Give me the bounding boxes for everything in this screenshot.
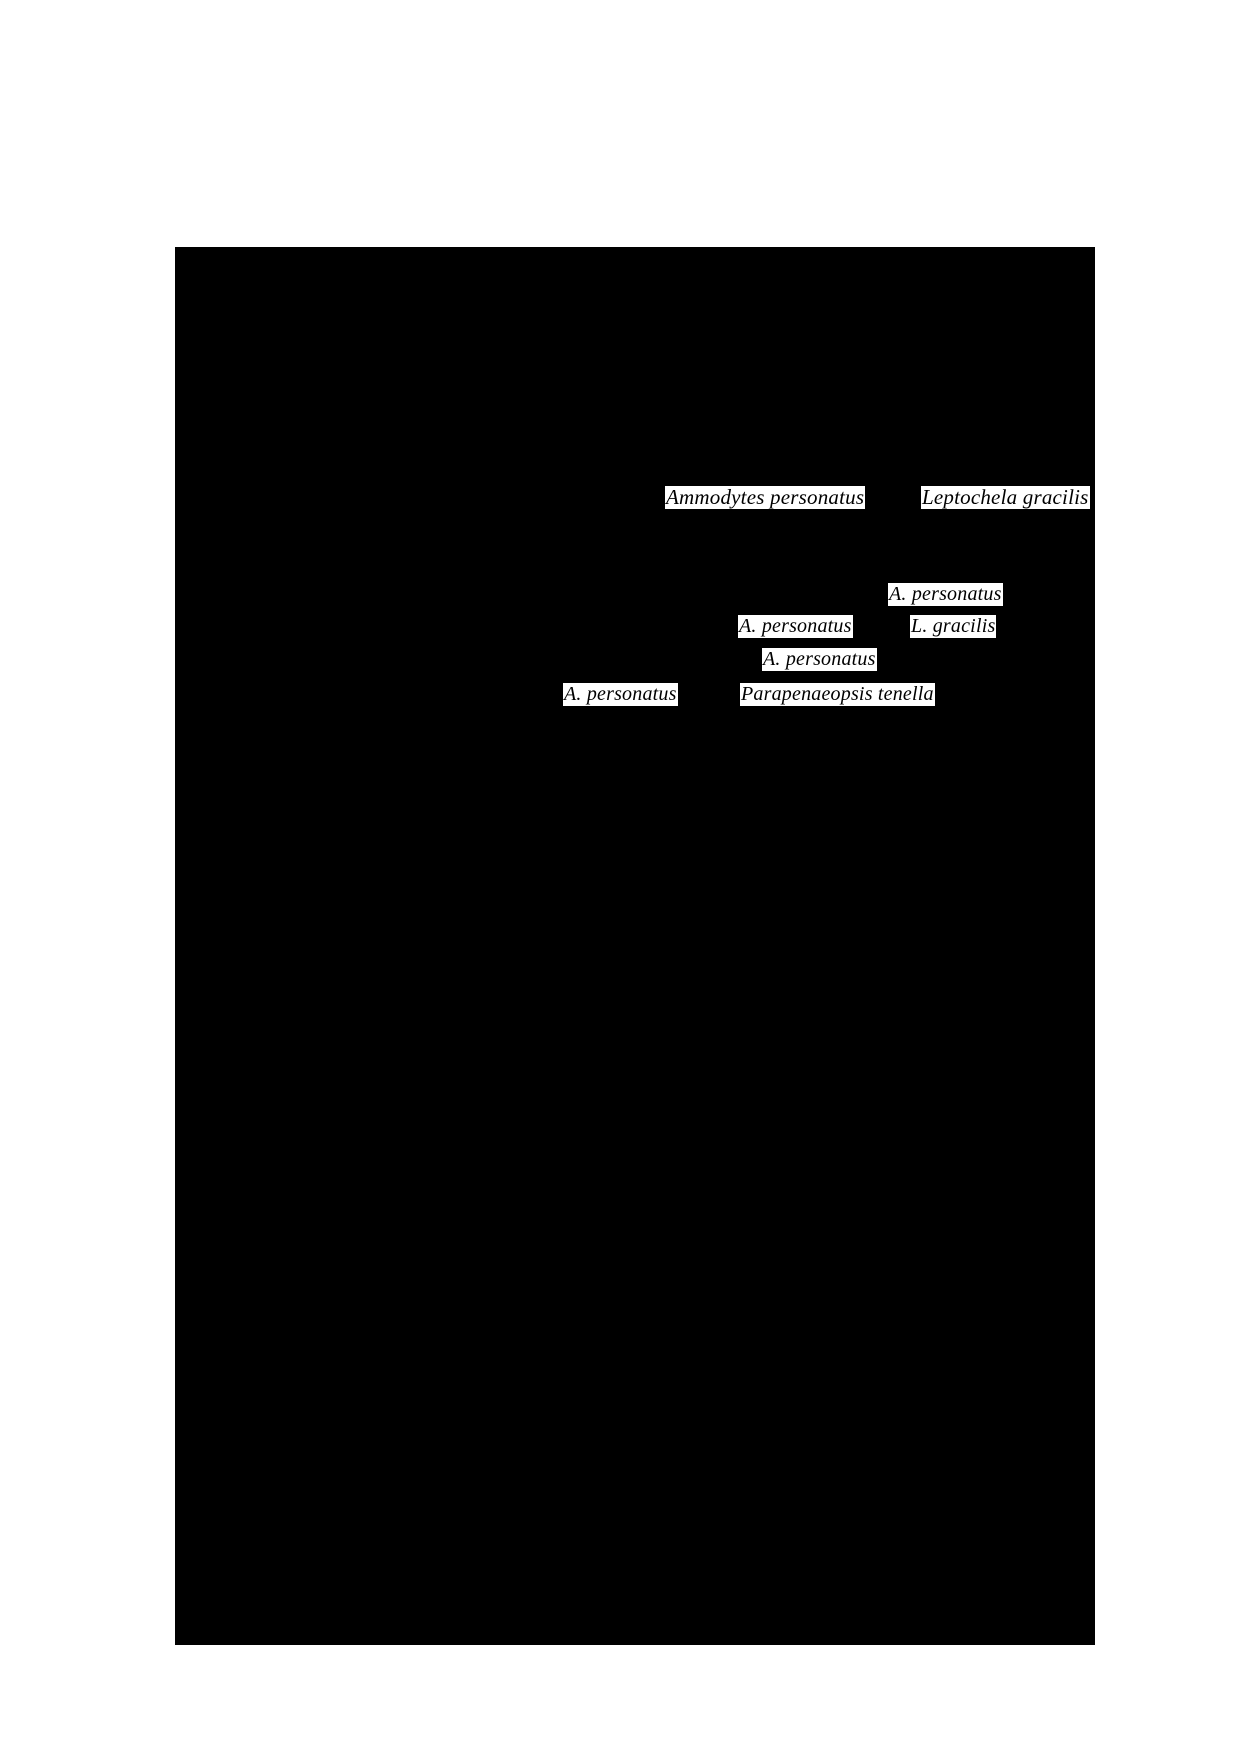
label-ammodytes-personatus-full: Ammodytes personatus: [665, 486, 866, 509]
label-leptochela-gracilis-full: Leptochela gracilis: [921, 486, 1090, 509]
label-a-personatus-4: A. personatus: [563, 683, 678, 706]
label-a-personatus-2: A. personatus: [738, 615, 853, 638]
label-a-personatus-3: A. personatus: [762, 648, 877, 671]
label-parapenaeopsis-tenella: Parapenaeopsis tenella: [740, 683, 935, 706]
blacked-out-figure-panel: [175, 247, 1095, 1645]
label-a-personatus-1: A. personatus: [888, 583, 1003, 606]
label-l-gracilis-short: L. gracilis: [910, 615, 997, 638]
